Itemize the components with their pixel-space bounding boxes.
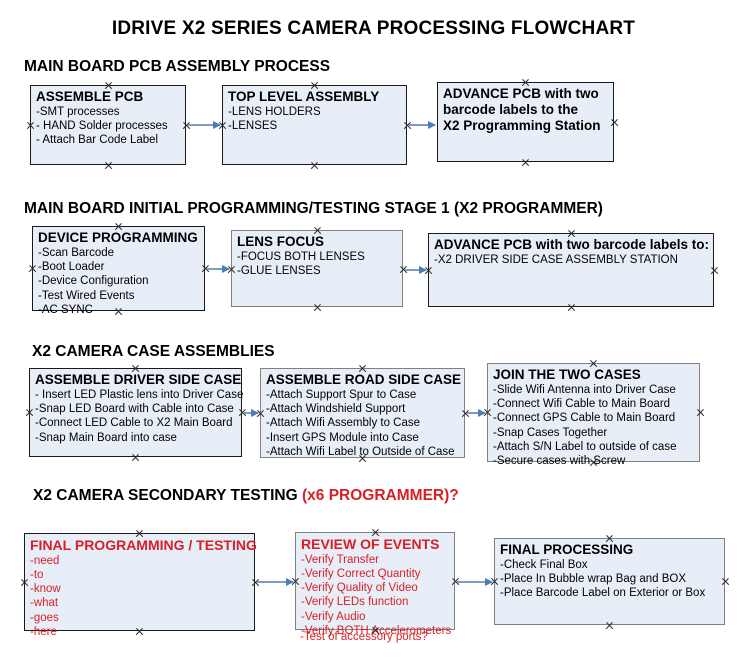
connector-arrow	[188, 121, 221, 129]
flow-box-line: -X2 DRIVER SIDE CASE ASSEMBLY STATION	[434, 253, 678, 266]
flow-box-line: -Boot Loader	[38, 261, 105, 274]
flow-box-title: DEVICE PROGRAMMING	[38, 230, 198, 245]
section-heading-4-accent: (x6 PROGRAMMER)?	[302, 487, 459, 504]
flow-box-line: -Verify Quality of Video	[301, 582, 418, 595]
flow-box-assemble-driver-side-case[interactable]: ASSEMBLE DRIVER SIDE CASE - Insert LED P…	[29, 368, 244, 457]
flow-box-title-line3: X2 Programming Station	[443, 117, 601, 133]
flow-box-advance-pcb-1[interactable]: ADVANCE PCB with two barcode labels to t…	[437, 82, 614, 162]
flow-box-line: -AC SYNC	[38, 303, 93, 316]
flow-box-title: JOIN THE TWO CASES	[493, 367, 641, 382]
flow-box-title: LENS FOCUS	[237, 234, 325, 249]
section-heading-3: X2 CAMERA CASE ASSEMBLIES	[32, 343, 275, 361]
connector-arrow	[207, 265, 230, 273]
section-heading-1-text: MAIN BOARD PCB ASSEMBLY PROCESS	[24, 58, 331, 75]
section-heading-3-text: X2 CAMERA CASE ASSEMBLIES	[32, 343, 275, 360]
page-title: IDRIVE X2 SERIES CAMERA PROCESSING FLOWC…	[111, 18, 636, 39]
flow-box-line: -Verify LEDs function	[301, 596, 409, 609]
flow-box-line: -Verify Transfer	[301, 553, 379, 566]
flow-box-line: -Insert GPS Module into Case	[266, 431, 419, 444]
flow-box-assemble-pcb[interactable]: ASSEMBLE PCB -SMT processes - HAND Solde…	[30, 85, 186, 165]
flow-box-title: TOP LEVEL ASSEMBLY	[228, 89, 380, 104]
flow-box-final-processing[interactable]: FINAL PROCESSING -Check Final Box -Place…	[494, 538, 725, 625]
flow-box-line: -Check Final Box	[500, 558, 588, 571]
section-heading-2-text: MAIN BOARD INITIAL PROGRAMMING/TESTING S…	[24, 200, 603, 217]
flow-box-line: -Snap LED Board with Cable into Case	[35, 403, 234, 416]
flow-box-line: -to	[30, 568, 44, 581]
flow-box-line: -Device Configuration	[38, 275, 149, 288]
flow-box-line: -Attach Wifi Assembly to Case	[266, 417, 421, 430]
flow-box-title: ASSEMBLE ROAD SIDE CASE	[266, 372, 462, 387]
flow-box-lens-focus[interactable]: LENS FOCUS -FOCUS BOTH LENSES -GLUE LENS…	[231, 230, 403, 307]
flow-box-overflow-line: -Test of accessory ports?	[300, 631, 428, 643]
connector-arrow	[409, 121, 436, 129]
connector-arrow	[244, 409, 259, 417]
flow-box-line: - Attach Bar Code Label	[36, 134, 159, 147]
flow-box-line: -Slide Wifi Antenna into Driver Case	[493, 383, 676, 396]
flow-box-line: -GLUE LENSES	[237, 265, 321, 278]
flow-box-line: -Connect GPS Cable to Main Board	[493, 412, 676, 425]
section-heading-4: X2 CAMERA SECONDARY TESTING (x6 PROGRAMM…	[33, 487, 459, 505]
flow-box-line: -Verify BOTH Accelerometers	[301, 624, 452, 637]
flow-box-advance-pcb-2[interactable]: ADVANCE PCB with two barcode labels to: …	[428, 233, 714, 307]
flow-box-line: -Connect LED Cable to X2 Main Board	[35, 417, 233, 430]
flow-box-title: FINAL PROGRAMMING / TESTING	[30, 537, 257, 553]
flow-box-line: -goes	[30, 611, 59, 624]
flow-box-title: FINAL PROCESSING	[500, 542, 634, 557]
flow-box-line: -here	[30, 625, 57, 638]
flow-box-title: REVIEW OF EVENTS	[301, 536, 440, 552]
flow-box-line: -Attach Wifi Label to Outside of Case	[266, 445, 455, 458]
flow-box-top-level-assembly[interactable]: TOP LEVEL ASSEMBLY -LENS HOLDERS -LENSES	[222, 85, 407, 165]
flow-box-join-the-two-cases[interactable]: JOIN THE TWO CASES -Slide Wifi Antenna i…	[487, 363, 700, 467]
connector-arrow	[467, 409, 486, 417]
flow-box-title: ASSEMBLE DRIVER SIDE CASE	[35, 372, 242, 387]
flow-box-line: -what	[30, 597, 59, 610]
flow-box-title: ADVANCE PCB with two	[443, 86, 599, 101]
flow-box-line: -Snap Cases Together	[493, 426, 608, 439]
flow-box-line: -Verify Audio	[301, 610, 366, 623]
flow-box-line: -LENSES	[228, 120, 278, 133]
flow-box-line: -Attach Support Spur to Case	[266, 388, 417, 401]
flow-box-line: -Snap Main Board into case	[35, 431, 177, 444]
flow-box-line: -Scan Barcode	[38, 246, 115, 259]
section-heading-4-text: X2 CAMERA SECONDARY TESTING	[33, 487, 302, 504]
flow-box-line: -Test Wired Events	[38, 289, 135, 302]
section-heading-1: MAIN BOARD PCB ASSEMBLY PROCESS	[24, 58, 330, 76]
flow-box-line: -Verify Correct Quantity	[301, 567, 421, 580]
flow-box-assemble-road-side-case[interactable]: ASSEMBLE ROAD SIDE CASE -Attach Support …	[260, 368, 465, 458]
section-heading-2: MAIN BOARD INITIAL PROGRAMMING/TESTING S…	[24, 200, 603, 218]
flow-box-line: -FOCUS BOTH LENSES	[237, 250, 365, 263]
flow-box-final-programming-testing[interactable]: FINAL PROGRAMMING / TESTING -need -to -k…	[24, 533, 257, 638]
connector-arrow	[405, 266, 427, 274]
flow-box-line: -LENS HOLDERS	[228, 105, 321, 118]
flow-box-title: ASSEMBLE PCB	[36, 89, 144, 104]
connector-arrow	[457, 578, 493, 586]
flow-box-review-of-events[interactable]: REVIEW OF EVENTS -Verify Transfer -Verif…	[295, 532, 455, 637]
flow-box-line: -know	[30, 583, 61, 596]
flow-box-line: -SMT processes	[36, 105, 120, 118]
flow-box-line: -Secure cases with Screw	[493, 455, 626, 468]
flow-box-line: - Insert LED Plastic lens into Driver Ca…	[35, 388, 244, 401]
flow-box-device-programming[interactable]: DEVICE PROGRAMMING -Scan Barcode -Boot L…	[32, 226, 205, 316]
flow-box-line: -Attach Windshield Support	[266, 403, 406, 416]
flow-box-line: -Place In Bubble wrap Bag and BOX	[500, 573, 687, 586]
flow-box-title: ADVANCE PCB with two barcode labels to:	[434, 237, 710, 252]
flow-box-line: -Attach S/N Label to outside of case	[493, 440, 677, 453]
flow-box-line: -need	[30, 554, 60, 567]
flow-box-line: - HAND Solder processes	[36, 120, 168, 133]
flow-box-title-line2: barcode labels to the	[443, 101, 579, 117]
flow-box-line: -Connect Wifi Cable to Main Board	[493, 398, 671, 411]
connector-arrow	[257, 578, 294, 586]
flow-box-line: -Place Barcode Label on Exterior or Box	[500, 587, 706, 600]
